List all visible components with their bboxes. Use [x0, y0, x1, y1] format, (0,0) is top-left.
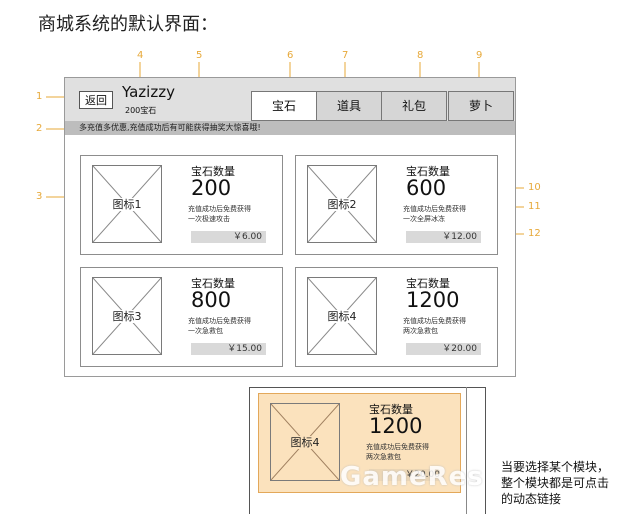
selected-product-image: 图标4 — [270, 403, 340, 481]
card-title-1: 宝石数量 — [191, 165, 235, 178]
price-button-2[interactable]: ￥12.00 — [406, 231, 481, 243]
annotation-12: 12 — [528, 228, 541, 239]
demo-divider — [466, 387, 467, 514]
card-desc-1: 充值成功后免费获得 一次极速攻击 — [188, 205, 251, 223]
tab-carrots[interactable]: 萝卜 — [448, 91, 514, 121]
tab-gems[interactable]: 宝石 — [251, 91, 317, 121]
product-card-1[interactable]: 图标1 宝石数量 200 充值成功后免费获得 一次极速攻击 ￥6.00 — [80, 155, 283, 255]
selected-card-title: 宝石数量 — [369, 403, 413, 416]
card-desc-4: 充值成功后免费获得 两次急救包 — [403, 317, 466, 335]
card-desc-2: 充值成功后免费获得 一次全屏冰冻 — [403, 205, 466, 223]
shop-header: 返回 Yazizzy 200宝石 宝石 道具 礼包 萝卜 — [65, 78, 515, 121]
card-title-4: 宝石数量 — [406, 277, 450, 290]
notice-bar: 多充值多优惠,充值成功后有可能获得抽奖大惊喜哦! — [65, 121, 515, 135]
annotation-1: 1 — [36, 91, 43, 102]
annotation-7: 7 — [342, 50, 349, 61]
card-amount-2: 600 — [406, 176, 447, 200]
annotation-11: 11 — [528, 201, 541, 212]
product-image-1: 图标1 — [92, 165, 162, 243]
price-button-1[interactable]: ￥6.00 — [191, 231, 266, 243]
price-button-3[interactable]: ￥15.00 — [191, 343, 266, 355]
annotation-10: 10 — [528, 182, 541, 193]
product-icon-label-3: 图标3 — [110, 310, 144, 323]
annotation-5: 5 — [196, 50, 203, 61]
selected-card-desc: 充值成功后免费获得 两次急救包 — [366, 443, 429, 461]
selected-icon-label: 图标4 — [288, 436, 322, 449]
annotation-4: 4 — [137, 50, 144, 61]
username: Yazizzy — [122, 83, 175, 101]
product-card-4[interactable]: 图标4 宝石数量 1200 充值成功后免费获得 两次急救包 ￥20.00 — [295, 267, 498, 367]
selected-price-button[interactable]: ￥20.00 — [369, 469, 444, 481]
page-title: 商城系统的默认界面： — [38, 14, 218, 35]
annotation-9: 9 — [476, 50, 483, 61]
product-card-3[interactable]: 图标3 宝石数量 800 充值成功后免费获得 一次急救包 ￥15.00 — [80, 267, 283, 367]
back-button[interactable]: 返回 — [79, 91, 113, 109]
annotation-2: 2 — [36, 123, 43, 134]
watermark: GameRes — [340, 462, 484, 492]
product-icon-label-2: 图标2 — [325, 198, 359, 211]
selected-product-card[interactable]: 图标4 宝石数量 1200 充值成功后免费获得 两次急救包 ￥20.00 — [258, 393, 461, 493]
product-image-2: 图标2 — [307, 165, 377, 243]
card-title-3: 宝石数量 — [191, 277, 235, 290]
selected-card-amount: 1200 — [369, 414, 423, 438]
product-icon-label-1: 图标1 — [110, 198, 144, 211]
card-amount-3: 800 — [191, 288, 232, 312]
annotation-3: 3 — [36, 191, 43, 202]
tab-items[interactable]: 道具 — [316, 91, 382, 121]
card-amount-4: 1200 — [406, 288, 460, 312]
shop-window: 返回 Yazizzy 200宝石 宝石 道具 礼包 萝卜 多充值多优惠,充值成功… — [64, 77, 516, 377]
product-card-2[interactable]: 图标2 宝石数量 600 充值成功后免费获得 一次全屏冰冻 ￥12.00 — [295, 155, 498, 255]
product-icon-label-4: 图标4 — [325, 310, 359, 323]
card-amount-1: 200 — [191, 176, 232, 200]
card-title-2: 宝石数量 — [406, 165, 450, 178]
annotation-6: 6 — [287, 50, 294, 61]
product-image-3: 图标3 — [92, 277, 162, 355]
product-image-4: 图标4 — [307, 277, 377, 355]
selection-note: 当要选择某个模块， 整个模块都是可点击 的动态链接 — [501, 460, 610, 506]
annotation-8: 8 — [417, 50, 424, 61]
card-desc-3: 充值成功后免费获得 一次急救包 — [188, 317, 251, 335]
price-button-4[interactable]: ￥20.00 — [406, 343, 481, 355]
gem-count: 200宝石 — [125, 106, 157, 115]
tab-packs[interactable]: 礼包 — [381, 91, 447, 121]
